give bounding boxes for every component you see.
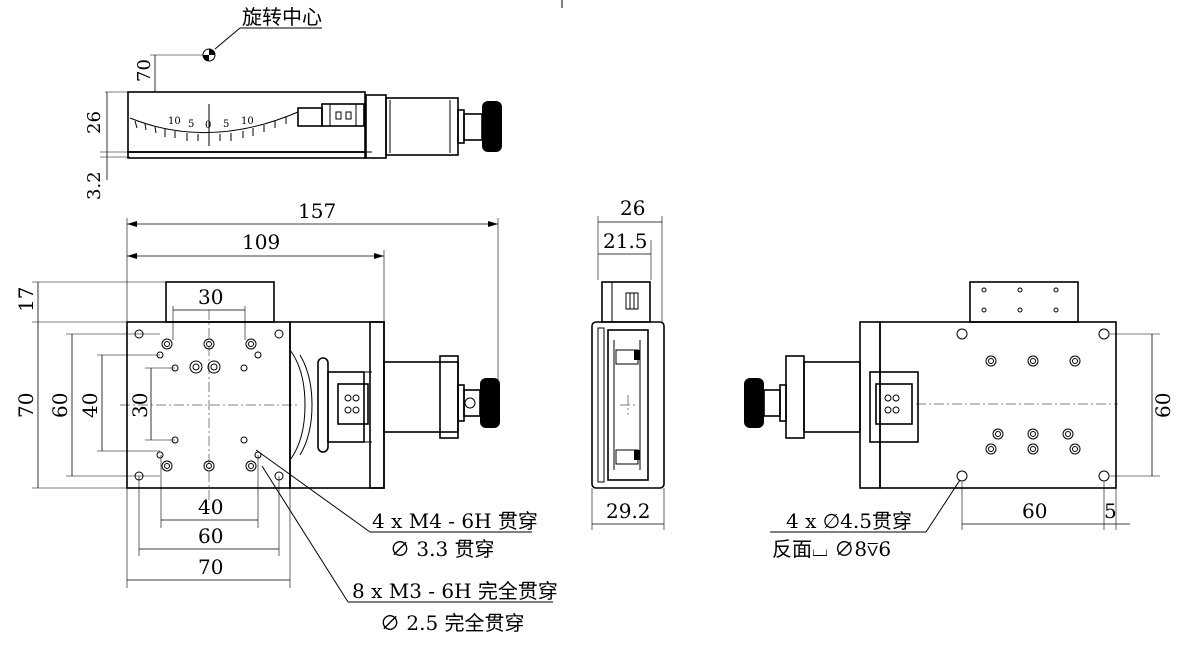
side-view: 26 21.5 29.2 [591, 196, 665, 530]
back-note-line1: 4 x ∅4.5贯穿 [786, 509, 912, 533]
rotation-center-label: 旋转中心 [242, 5, 322, 29]
dim-70-left: 70 [14, 393, 38, 418]
scale-label-10-right: 10 [241, 116, 254, 127]
back-dim-5: 5 [1104, 499, 1117, 523]
scale-label-0: 0 [205, 120, 211, 131]
front-view: 157 109 30 17 70 60 40 30 [14, 199, 558, 635]
side-dim-29-2: 29.2 [606, 499, 651, 523]
note-m4-line2: ∅ 3.3 贯穿 [390, 537, 495, 561]
rotation-scale-ticks [134, 117, 287, 141]
dim-40-bottom: 40 [198, 495, 223, 519]
top-view: 旋转中心 70 26 3.2 [84, 5, 502, 200]
dim-top-26: 26 [84, 111, 105, 134]
dim-70-bottom: 70 [198, 555, 223, 579]
dim-60-bottom: 60 [198, 524, 223, 548]
scale-label-5-right: 5 [223, 119, 229, 130]
note-m4-line1: 4 x M4 - 6H 贯穿 [372, 509, 538, 533]
dim-157: 157 [298, 199, 336, 223]
scale-label-10-left: 10 [168, 116, 181, 127]
dim-top-70: 70 [134, 59, 155, 82]
dim-30-top: 30 [198, 285, 223, 309]
dim-17: 17 [14, 287, 38, 312]
back-plate-holes [956, 328, 1110, 482]
rotation-center-marker [202, 27, 322, 62]
back-note-line2: 反面⌴ ∅8⊽6 [772, 537, 891, 561]
dim-30-left: 30 [128, 393, 152, 418]
dim-top-3-2: 3.2 [84, 171, 105, 200]
scale-label-5-left: 5 [188, 119, 194, 130]
dim-60-left: 60 [48, 393, 72, 418]
back-view: 60 60 5 4 x ∅4.5贯穿 反面⌴ ∅8⊽6 [744, 281, 1175, 561]
back-dim-60-bottom: 60 [1022, 499, 1047, 523]
side-dim-21-5: 21.5 [603, 229, 648, 253]
note-m3-line2: ∅ 2.5 完全贯穿 [380, 611, 525, 635]
note-m3-line1: 8 x M3 - 6H 完全贯穿 [352, 579, 558, 603]
side-dim-26: 26 [620, 196, 645, 220]
dim-109: 109 [242, 230, 280, 254]
dim-40-left: 40 [78, 393, 102, 418]
back-dim-60-right: 60 [1151, 393, 1175, 418]
